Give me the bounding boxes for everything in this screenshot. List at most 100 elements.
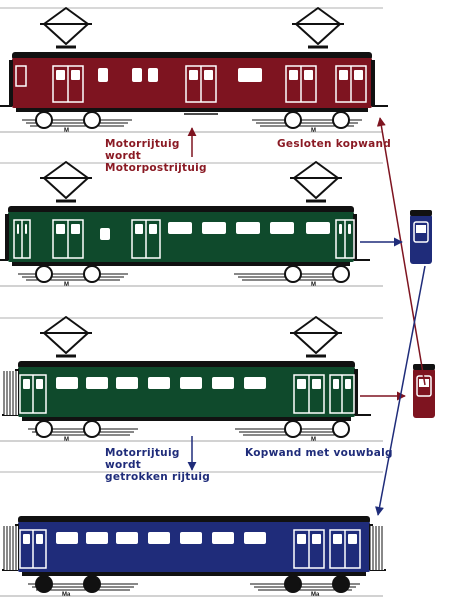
- end-view-closed: [413, 364, 435, 418]
- door-window: [339, 224, 342, 234]
- window: [306, 222, 330, 234]
- door-window: [297, 379, 306, 389]
- door-window: [297, 534, 306, 544]
- transform-label-bottom: Motorrijtuig wordt getrokken rijtuig: [105, 447, 210, 483]
- wheel: [83, 420, 101, 438]
- window: [238, 68, 262, 82]
- end-view-body: [410, 214, 432, 264]
- window: [270, 222, 294, 234]
- axle-label: M: [64, 282, 69, 288]
- door-window: [333, 379, 339, 389]
- pantograph-frame: [293, 161, 339, 199]
- end-view-window: [416, 225, 426, 233]
- wheel: [284, 420, 302, 438]
- car-end: [9, 60, 13, 106]
- window: [116, 377, 138, 389]
- door-window: [17, 224, 19, 234]
- door-window: [71, 70, 80, 80]
- car-end: [371, 60, 375, 106]
- transform-label-bottom-line-1: Motorrijtuig: [105, 447, 180, 459]
- window: [244, 532, 266, 544]
- door-window: [348, 534, 357, 544]
- door-window: [354, 70, 363, 80]
- wheel: [35, 265, 53, 283]
- underframe: [16, 108, 368, 112]
- window: [212, 532, 234, 544]
- vouwbalg: [369, 526, 384, 570]
- end-view-roof: [413, 364, 435, 370]
- window: [56, 532, 78, 544]
- door-window: [312, 534, 321, 544]
- door-pair: [52, 219, 84, 259]
- door-pair: [285, 65, 317, 103]
- underframe: [22, 417, 351, 421]
- window: [86, 377, 108, 389]
- cab-window: [15, 65, 27, 87]
- window: [98, 68, 108, 82]
- door-window: [149, 224, 157, 234]
- door-window: [36, 534, 43, 544]
- window: [86, 532, 108, 544]
- car-end: [354, 369, 358, 415]
- door-window: [339, 70, 348, 80]
- pantograph-frame: [43, 7, 89, 45]
- pantograph-frame: [43, 161, 89, 199]
- door-pair: [329, 374, 355, 414]
- end-view-body: [413, 368, 435, 418]
- door-pair: [293, 529, 325, 569]
- door-pair: [185, 65, 217, 103]
- axle-label: Ma: [311, 592, 320, 598]
- door-window: [56, 70, 65, 80]
- window: [100, 228, 110, 240]
- door-pair: [293, 374, 325, 414]
- wheel: [332, 575, 350, 593]
- transform-label-bottom-line-3: getrokken rijtuig: [105, 471, 211, 483]
- transform-label-bottom-line-2: wordt: [105, 459, 142, 471]
- wheel: [83, 265, 101, 283]
- door-pair: [131, 219, 161, 259]
- door-window: [23, 379, 30, 389]
- wheel: [35, 420, 53, 438]
- pantograph: [290, 161, 342, 203]
- pantograph-frame: [293, 316, 339, 354]
- wheel: [284, 265, 302, 283]
- window: [180, 532, 202, 544]
- arrow-closed-to-car1: [376, 117, 426, 386]
- wheel: [332, 265, 350, 283]
- door-pair: [329, 529, 361, 569]
- door-window: [135, 224, 143, 234]
- window: [236, 222, 260, 234]
- door-pair: [19, 529, 47, 569]
- car-getrokken-rijtuig: Ma Ma: [0, 516, 386, 598]
- door-window: [312, 379, 321, 389]
- vouwbalg: [3, 371, 18, 415]
- door-window: [189, 70, 198, 80]
- wheel: [332, 420, 350, 438]
- axle-label: M: [311, 437, 316, 443]
- pantograph-frame: [295, 7, 341, 45]
- arrow-bellows-to-car4: [375, 265, 426, 516]
- underframe: [22, 572, 366, 576]
- window: [116, 532, 138, 544]
- door-pair: [19, 374, 47, 414]
- axle-label: M: [311, 282, 316, 288]
- wheel: [35, 575, 53, 593]
- door-window: [36, 379, 43, 389]
- window: [244, 377, 266, 389]
- window: [148, 377, 170, 389]
- door-window: [289, 70, 298, 80]
- car-end: [5, 214, 9, 260]
- wheel: [83, 575, 101, 593]
- door-window: [348, 224, 351, 234]
- transform-label-top-line-1: Motorrijtuig: [105, 138, 180, 150]
- door-window: [345, 379, 351, 389]
- transform-label-top: Motorrijtuig wordt Motorpostrijtuig: [105, 138, 207, 174]
- axle-label: Ma: [62, 592, 71, 598]
- axle-label: M: [311, 128, 316, 134]
- window: [56, 377, 78, 389]
- pantograph-frame: [43, 316, 89, 354]
